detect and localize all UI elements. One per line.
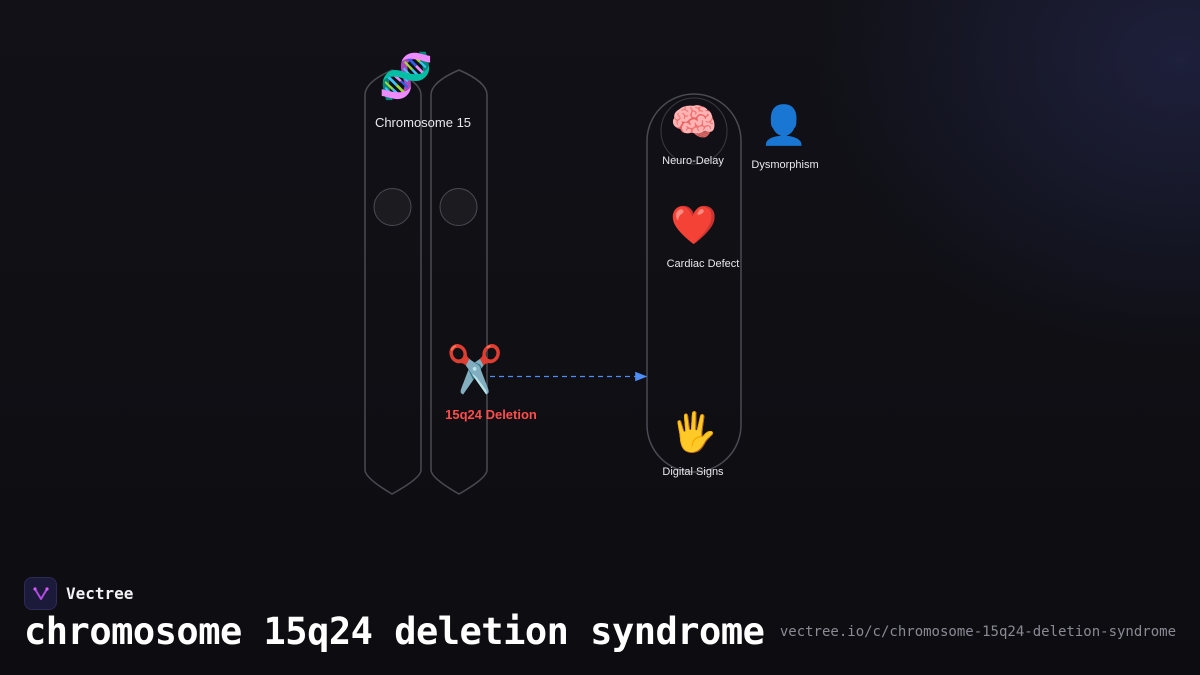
brand-name: Vectree bbox=[66, 584, 134, 603]
phenotype-capsule bbox=[646, 93, 742, 473]
digital-signs-label: Digital Signs bbox=[662, 466, 724, 478]
dna-icon: 🧬 bbox=[378, 51, 434, 102]
cardiac-defect-label: Cardiac Defect bbox=[666, 258, 740, 270]
page-url[interactable]: vectree.io/c/chromosome-15q24-deletion-s… bbox=[779, 624, 1176, 640]
hand-icon: 🖐 bbox=[670, 410, 718, 454]
chromatid-left bbox=[364, 69, 422, 495]
chromosome-label: Chromosome 15 bbox=[374, 115, 472, 130]
chromatid-right bbox=[430, 69, 488, 495]
heart-icon: ❤️ bbox=[670, 203, 718, 247]
deletion-label: 15q24 Deletion bbox=[445, 407, 537, 422]
dysmorphism-label: Dysmorphism bbox=[751, 159, 819, 171]
centromere-left bbox=[373, 188, 412, 226]
brain-icon: 🧠 bbox=[670, 100, 718, 144]
vectree-logo-icon bbox=[24, 577, 57, 610]
neuro-delay-label: Neuro-Delay bbox=[662, 155, 724, 167]
brand[interactable]: Vectree bbox=[24, 577, 133, 610]
page-title: chromosome 15q24 deletion syndrome bbox=[24, 610, 765, 653]
person-icon: 👤 bbox=[760, 103, 808, 147]
scissors-icon: ✂️ bbox=[446, 342, 504, 396]
neuro-ring bbox=[660, 97, 728, 165]
centromere-right bbox=[439, 188, 478, 226]
